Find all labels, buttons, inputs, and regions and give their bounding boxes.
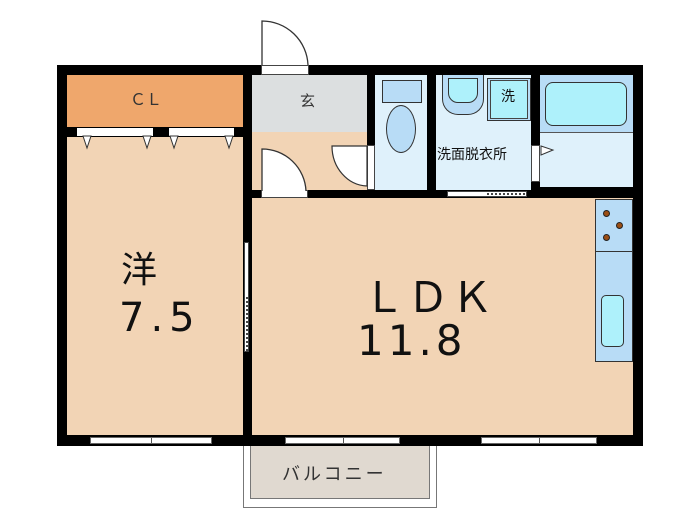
wall-hall-ldk [252,190,531,198]
outer-wall-top-right [309,65,643,75]
wall-washroom-bath [531,75,540,198]
washroom-sliding-door-track [487,193,525,195]
closet-wall [67,127,243,137]
closet-label: ＣＬ [130,90,163,109]
balcony-area [250,446,430,499]
ldk-label: ＬＤＫ [363,273,496,322]
ldk-area [252,198,633,435]
western-room-area [67,137,243,435]
entrance-label: 玄 [300,92,316,110]
stove-burner-3 [603,234,610,241]
ldk-window-left[interactable] [285,437,400,444]
wall-hall-toilet [367,75,375,198]
front-door-swing-icon[interactable] [261,20,311,66]
washer-inner [490,80,528,119]
kitchen-sink [601,295,624,347]
western-room-window[interactable] [90,437,212,444]
outer-wall-left [57,65,67,446]
toilet-door-swing-icon[interactable] [331,145,369,187]
western-room-size: 7.5 [119,295,201,341]
bathtub [545,82,627,126]
stove-burner-1 [603,210,610,217]
entrance-tile-area [252,75,367,133]
stove-burner-2 [616,222,623,229]
washer-label: 洗 [501,89,515,105]
outer-wall-top-left [57,65,261,75]
washroom-label: 洗面脱衣所 [437,147,507,163]
western-ldk-sliding-track [246,297,248,351]
wash-basin-bowl [448,78,478,103]
toilet-bowl [386,105,416,153]
bath-door-frame[interactable] [531,145,540,182]
ldk-size: 11.8 [357,316,467,365]
kitchen-stove [595,199,633,252]
closet-area [67,75,243,127]
closet-door-left[interactable] [77,128,153,136]
wall-bath-bottom [540,187,633,198]
western-room-label: 洋 [121,250,158,291]
closet-door-markers-icon [82,135,234,150]
bath-door-marker-icon [540,145,555,156]
wall-toilet-washroom [427,75,436,198]
front-door-threshold [261,65,309,75]
ldk-window-right[interactable] [481,437,597,444]
outer-wall-right [633,65,643,446]
balcony-label: バルコニー [282,464,387,485]
toilet-tank [382,80,422,103]
closet-door-right[interactable] [169,128,234,136]
hall-door-swing-icon[interactable] [261,148,311,192]
